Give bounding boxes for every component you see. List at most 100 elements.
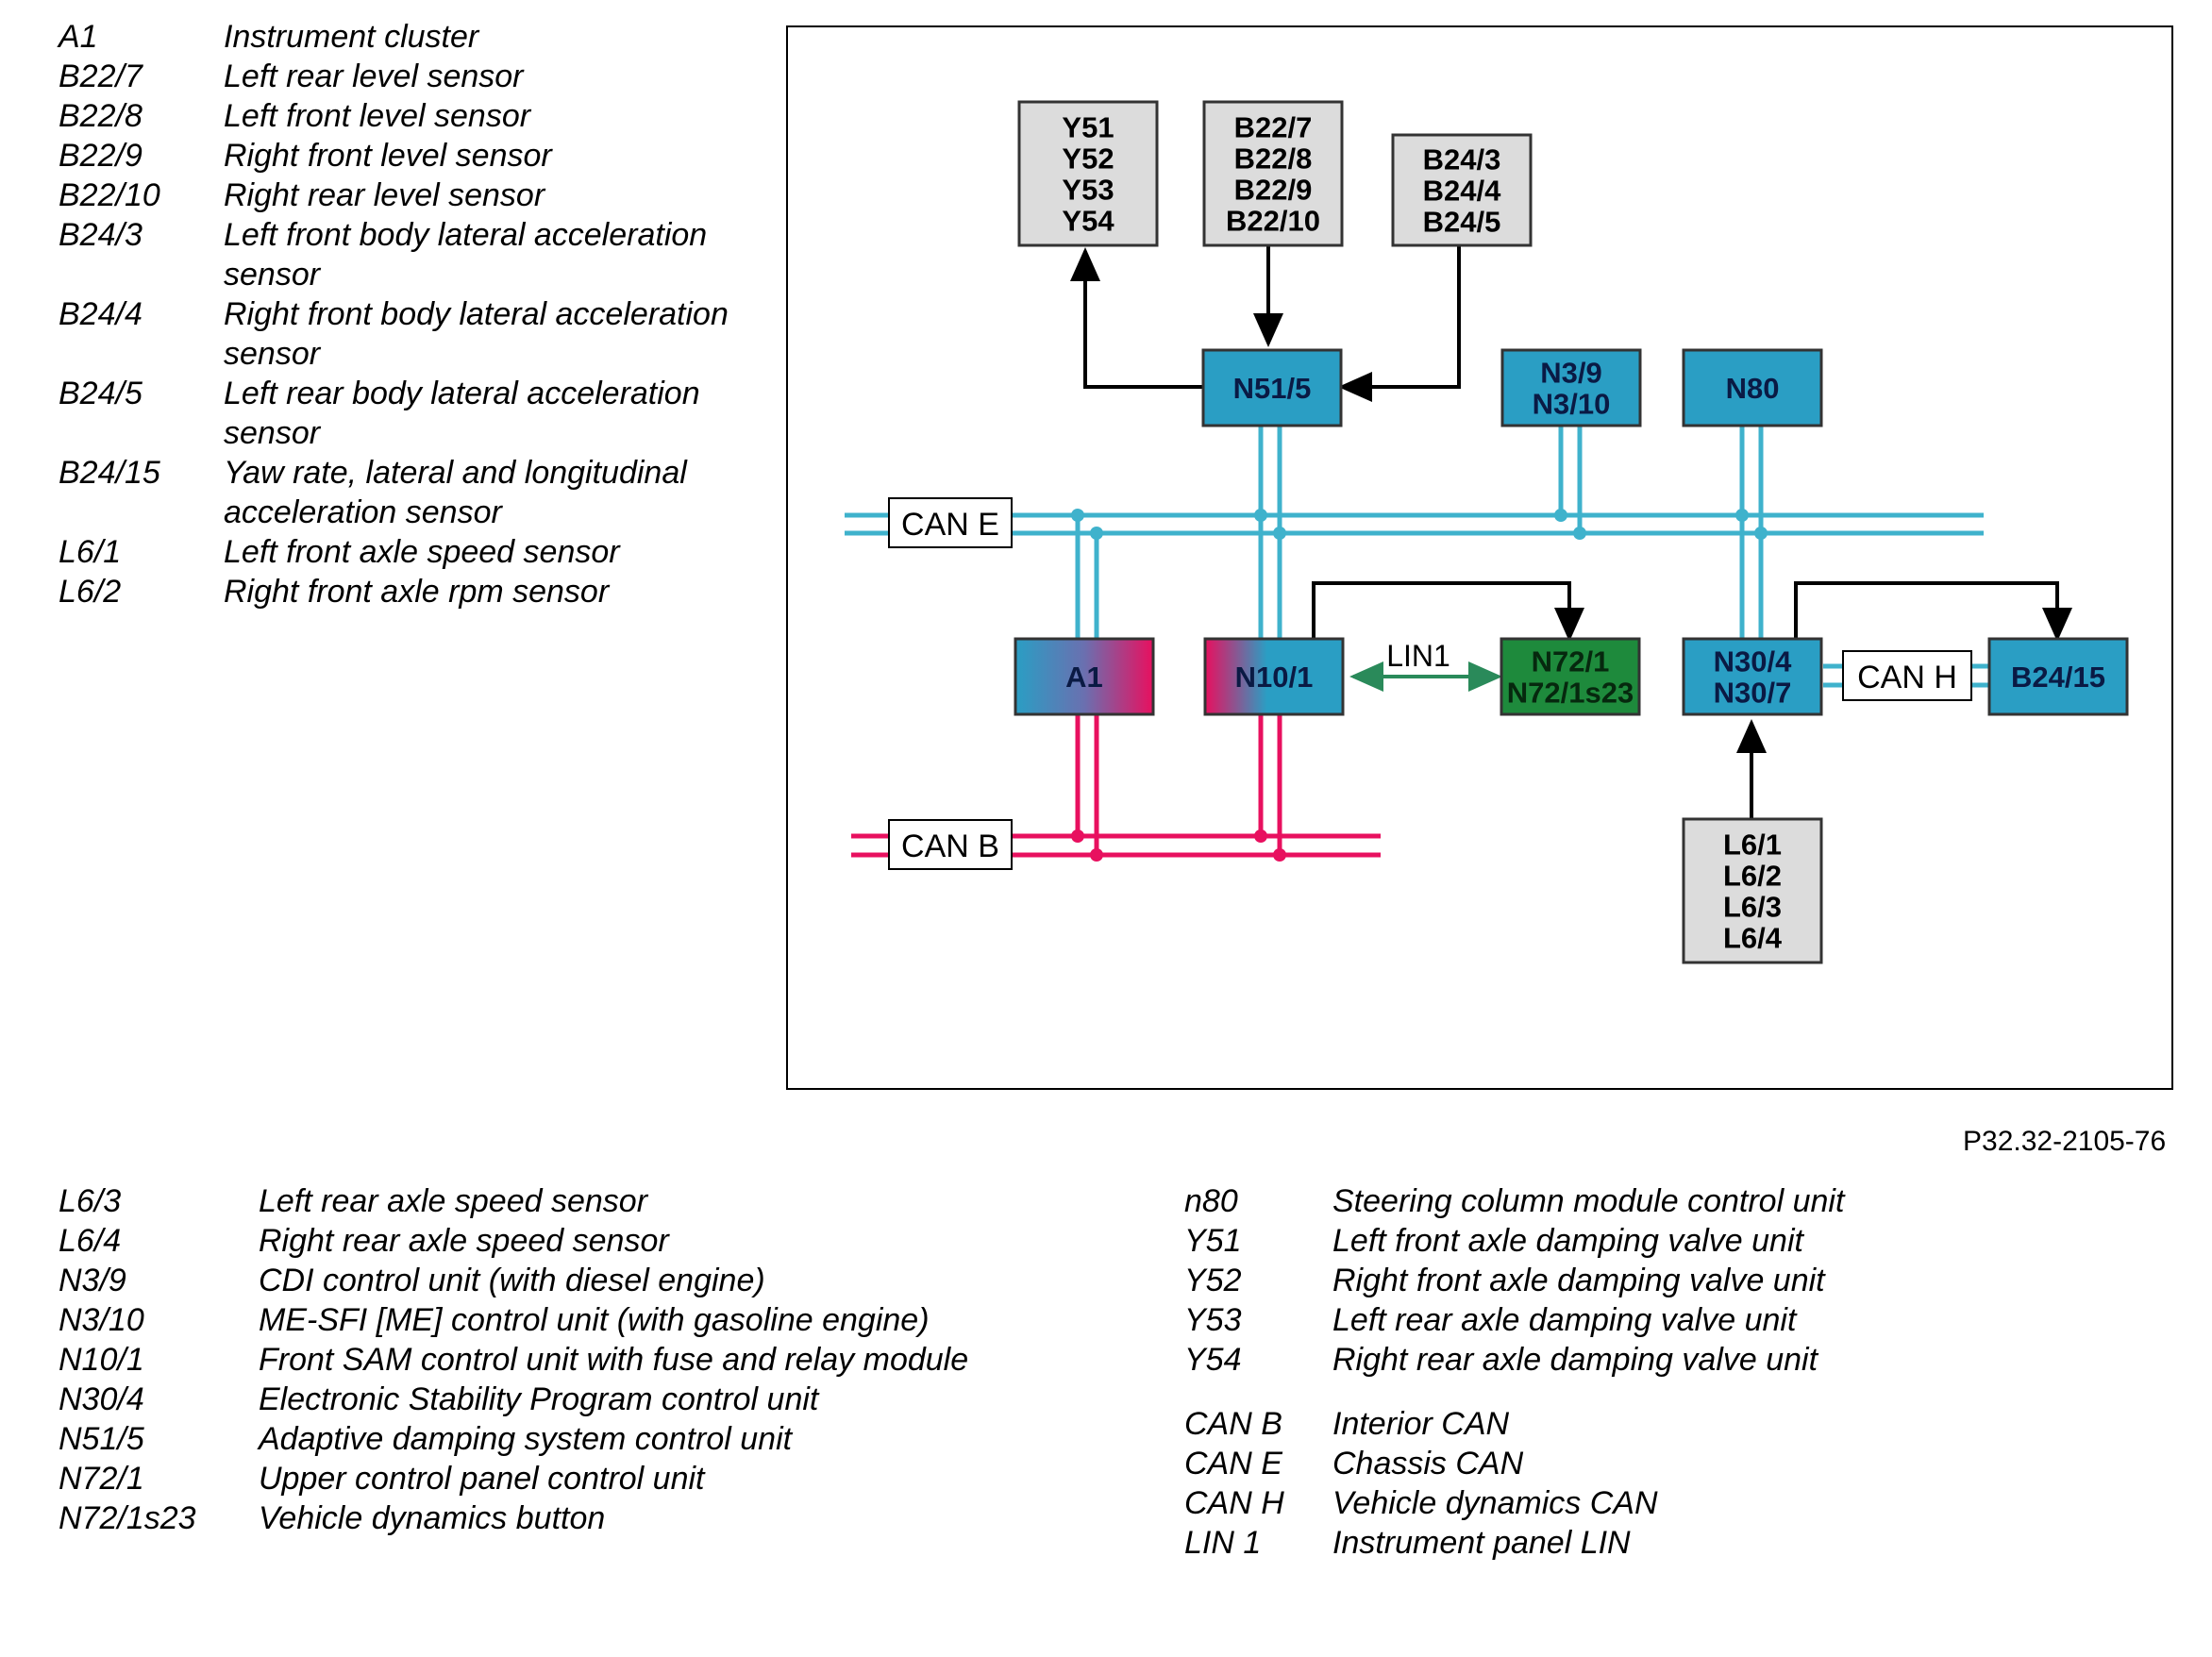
box-label: N30/7 xyxy=(1714,677,1792,710)
legend-row: N3/9 CDI control unit (with diesel engine… xyxy=(59,1261,1144,1300)
diagram-frame xyxy=(786,25,2173,1090)
legend-desc: Left rear level sensor xyxy=(224,59,524,94)
box-label: L6/2 xyxy=(1723,860,1782,893)
can-e-bus xyxy=(845,512,1984,536)
legend-desc: Instrument cluster xyxy=(224,19,479,55)
legend-code: L6/3 xyxy=(59,1183,122,1219)
legend-desc: Right rear level sensor xyxy=(224,177,545,213)
legend-desc: CDI control unit (with diesel engine) xyxy=(259,1263,765,1298)
can-b-label: CAN B xyxy=(901,828,999,864)
box-a1: A1 xyxy=(1014,637,1155,716)
legend-code: Y54 xyxy=(1184,1342,1242,1378)
legend-desc: Right rear axle damping valve unit xyxy=(1332,1342,1818,1378)
legend-desc: Right front axle rpm sensor xyxy=(224,574,610,610)
legend-desc: ME-SFI [ME] control unit (with gasoline … xyxy=(259,1302,930,1338)
box-label: Y53 xyxy=(1062,174,1114,207)
legend-code: B22/10 xyxy=(59,177,160,213)
legend-code: LIN 1 xyxy=(1184,1525,1262,1561)
legend-code: N3/9 xyxy=(59,1263,126,1298)
legend-code: N72/1 xyxy=(59,1461,144,1497)
box-label: N72/1 xyxy=(1532,645,1610,678)
legend-code: L6/1 xyxy=(59,534,122,570)
box-rect xyxy=(1201,348,1343,427)
legend-desc: Left front axle speed sensor xyxy=(224,534,620,570)
box-label: N10/1 xyxy=(1235,661,1314,694)
legend-desc: Interior CAN xyxy=(1332,1406,1510,1442)
legend-desc: Steering column module control unit xyxy=(1332,1183,1845,1219)
can-e-label: CAN E xyxy=(901,507,999,543)
box-label: N80 xyxy=(1726,372,1780,405)
legend-row: LIN 1 Instrument panel LIN xyxy=(1184,1523,2175,1563)
legend-desc: Front SAM control unit with fuse and rel… xyxy=(259,1342,969,1378)
legend-row: n80 Steering column module control unit xyxy=(1184,1181,2175,1221)
box-label: B24/5 xyxy=(1423,206,1501,239)
box-n3: N3/9N3/10 xyxy=(1500,348,1642,427)
box-rect xyxy=(1014,637,1155,716)
box-label: A1 xyxy=(1065,661,1103,694)
legend-code: B22/7 xyxy=(59,59,142,94)
box-n80: N80 xyxy=(1682,348,1823,427)
legend-desc: Right front body lateral acceleration se… xyxy=(224,296,729,372)
box-label: B22/10 xyxy=(1226,205,1320,238)
box-rect xyxy=(1987,637,2129,716)
can-b-stubs xyxy=(1075,714,1282,855)
legend-code: Y53 xyxy=(1184,1302,1242,1338)
box-rect xyxy=(1391,133,1533,247)
legend-code: L6/4 xyxy=(59,1223,122,1259)
box-rect xyxy=(1682,637,1823,716)
box-label: N51/5 xyxy=(1233,372,1312,405)
box-label: B22/7 xyxy=(1234,111,1313,144)
box-rect xyxy=(1500,348,1642,427)
legend-desc: Instrument panel LIN xyxy=(1332,1525,1631,1561)
box-rect xyxy=(1682,348,1823,427)
legend-code: B24/15 xyxy=(59,455,160,491)
legend-code: N3/10 xyxy=(59,1302,144,1338)
legend-desc: Left front body lateral acceleration sen… xyxy=(224,217,708,293)
box-b24-15: B24/15 xyxy=(1987,637,2129,716)
legend-desc: Vehicle dynamics button xyxy=(259,1500,606,1536)
box-label: B24/3 xyxy=(1423,143,1501,176)
legend-desc: Left rear body lateral acceleration sens… xyxy=(224,376,700,451)
unit-boxes: Y51Y52Y53Y54B22/7B22/8B22/9B22/10B24/3B2… xyxy=(1014,100,2129,964)
legend-code: CAN E xyxy=(1184,1446,1282,1481)
legend-code: B22/9 xyxy=(59,138,142,174)
box-rect xyxy=(1203,637,1345,716)
box-rect xyxy=(1017,100,1159,247)
legend-code: n80 xyxy=(1184,1183,1238,1219)
lin1-label: LIN1 xyxy=(1386,639,1450,673)
box-n10-1: N10/1 xyxy=(1203,637,1345,716)
can-b-label-box: CAN B xyxy=(888,819,1013,870)
can-e-junctions xyxy=(1071,509,1768,540)
legend-row: B22/10 Right rear level sensor xyxy=(59,176,738,215)
box-label: B22/8 xyxy=(1234,142,1313,176)
legend-row: B22/7 Left rear level sensor xyxy=(59,57,738,96)
legend-desc: Yaw rate, lateral and longitudinal accel… xyxy=(224,455,687,530)
box-label: Y52 xyxy=(1062,142,1114,176)
box-label: N30/4 xyxy=(1714,645,1792,678)
legend-row: L6/1 Left front axle speed sensor xyxy=(59,532,738,572)
box-axle-sensors: L6/1L6/2L6/3L6/4 xyxy=(1682,817,1823,964)
legend-desc: Left rear axle damping valve unit xyxy=(1332,1302,1797,1338)
can-h-label: CAN H xyxy=(1857,660,1957,695)
box-label: N72/1s23 xyxy=(1507,677,1634,710)
legend-desc: Left front level sensor xyxy=(224,98,531,134)
legend-desc: Left front axle damping valve unit xyxy=(1332,1223,1803,1259)
